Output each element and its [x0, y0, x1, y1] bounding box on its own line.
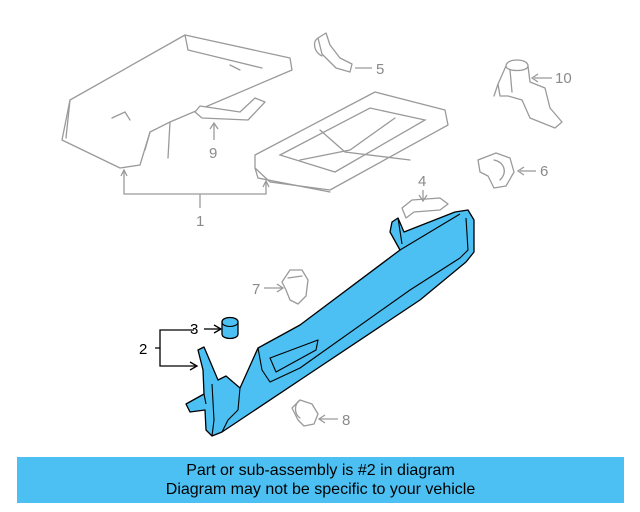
footer-banner: Part or sub-assembly is #2 in diagram Di…: [17, 457, 624, 503]
footer-line-2: Diagram may not be specific to your vehi…: [165, 481, 476, 498]
part-2-glove-box: [185, 209, 475, 437]
footer-line-1: Part or sub-assembly is #2 in diagram: [186, 462, 455, 479]
part-10-latch: 10: [493, 59, 572, 129]
callout-1-label: 1: [196, 213, 204, 230]
callout-6-label: 6: [540, 163, 548, 180]
callout-2-label: 2: [139, 341, 147, 358]
callout-9-label: 9: [209, 145, 217, 162]
part-4-bracket: 4: [401, 173, 449, 219]
part-9-rod: 9: [194, 97, 266, 162]
diagram-canvas: 1 5 9 10 6 4: [61, 32, 572, 437]
callout-7-label: 7: [252, 281, 260, 298]
callout-10-label: 10: [555, 70, 572, 87]
part-1-upper-bracket: [61, 34, 293, 169]
part-7-clip: 7: [252, 269, 309, 305]
part-5-hose: 5: [313, 32, 384, 78]
part-6-stopper: 6: [477, 152, 548, 189]
callout-1: 1: [120, 168, 270, 230]
part-8-stopper: 8: [291, 399, 350, 429]
callout-2-3: 2 3: [139, 321, 223, 371]
part-3-bumper: [221, 316, 239, 340]
callout-5-label: 5: [376, 61, 384, 78]
callout-3-label: 3: [190, 321, 198, 338]
part-1-lower-tray: [254, 91, 449, 193]
callout-8-label: 8: [342, 412, 350, 429]
callout-4-label: 4: [418, 173, 426, 190]
